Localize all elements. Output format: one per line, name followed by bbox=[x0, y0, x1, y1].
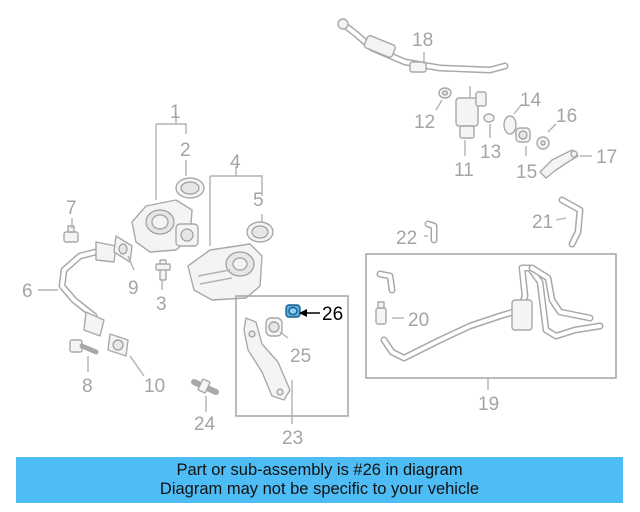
callout-22: 22 bbox=[396, 228, 417, 249]
assembly-box-19 bbox=[365, 253, 617, 379]
part-24-stud bbox=[191, 378, 219, 395]
callout-11: 11 bbox=[454, 160, 474, 181]
callout-6: 6 bbox=[22, 281, 33, 302]
callout-8: 8 bbox=[82, 376, 93, 397]
part-3-bolt bbox=[155, 259, 171, 281]
part-20-fitting bbox=[375, 301, 387, 325]
part-5-gasket bbox=[246, 221, 274, 243]
callout-20: 20 bbox=[408, 310, 429, 331]
part-25-bushing bbox=[265, 317, 283, 337]
callout-23: 23 bbox=[282, 428, 303, 449]
callout-3: 3 bbox=[156, 294, 167, 315]
part-11-valve bbox=[455, 86, 487, 139]
part-7-bolt bbox=[63, 225, 79, 243]
callout-18: 18 bbox=[412, 30, 433, 51]
callout-1: 1 bbox=[170, 102, 181, 123]
part-2-gasket bbox=[175, 177, 205, 199]
part-26-bolt bbox=[285, 304, 301, 318]
callout-2: 2 bbox=[180, 140, 191, 161]
part-17-bracket bbox=[539, 149, 579, 179]
banner-line-1: Part or sub-assembly is #26 in diagram bbox=[176, 461, 463, 479]
callout-17: 17 bbox=[596, 147, 617, 168]
leader-lines bbox=[38, 52, 592, 424]
callout-5: 5 bbox=[253, 190, 264, 211]
part-1-egr-valve bbox=[131, 199, 199, 253]
info-banner: Part or sub-assembly is #26 in diagram D… bbox=[16, 457, 623, 503]
part-22-hose bbox=[424, 220, 438, 244]
part-21-pipe bbox=[558, 196, 584, 248]
callout-15: 15 bbox=[516, 162, 537, 183]
part-14-oring bbox=[503, 115, 517, 135]
callout-9: 9 bbox=[128, 278, 139, 299]
part-19-pipe-assembly bbox=[376, 264, 604, 362]
callout-25: 25 bbox=[290, 346, 311, 367]
part-13-clip bbox=[483, 113, 495, 123]
callout-12: 12 bbox=[414, 112, 435, 133]
callout-21: 21 bbox=[532, 212, 553, 233]
callout-10: 10 bbox=[144, 376, 165, 397]
part-12-gasket bbox=[438, 87, 452, 99]
callout-7: 7 bbox=[66, 198, 77, 219]
callout-19: 19 bbox=[478, 394, 499, 415]
callout-16: 16 bbox=[556, 106, 577, 127]
callout-13: 13 bbox=[480, 142, 501, 163]
part-18-pipe bbox=[337, 18, 509, 74]
part-10-gasket bbox=[107, 333, 129, 357]
part-15-bushing bbox=[515, 127, 531, 143]
part-8-bolt bbox=[69, 339, 99, 355]
part-4-egr-cooler bbox=[187, 243, 263, 301]
banner-line-2: Diagram may not be specific to your vehi… bbox=[159, 480, 480, 498]
part-16-washer bbox=[536, 136, 550, 150]
callout-14: 14 bbox=[520, 90, 542, 111]
callout-24: 24 bbox=[194, 414, 216, 435]
part-23-bracket bbox=[243, 317, 291, 401]
callout-4: 4 bbox=[230, 152, 241, 173]
part-6-exhaust-pipe bbox=[58, 241, 117, 337]
callout-26-highlighted: 26 bbox=[322, 304, 343, 325]
